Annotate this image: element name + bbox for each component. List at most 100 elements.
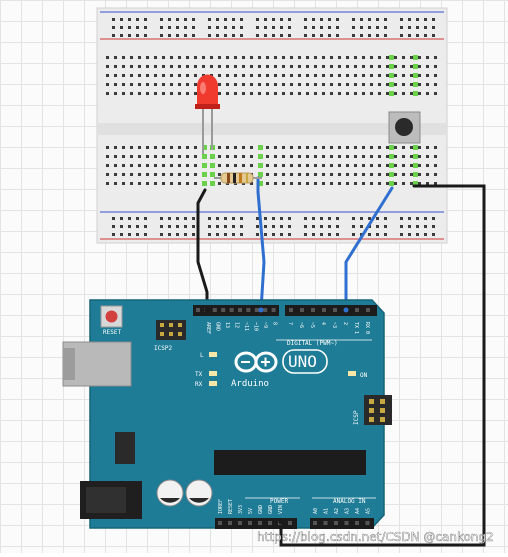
breadboard-hole: [434, 74, 437, 77]
digital-label: DIGITAL (PWM~): [287, 340, 338, 347]
breadboard-hole: [178, 56, 181, 59]
breadboard-hole: [234, 83, 237, 86]
breadboard-hole: [194, 155, 197, 158]
breadboard-hole: [394, 155, 397, 158]
breadboard-hole: [122, 146, 125, 149]
breadboard-hole: [402, 74, 405, 77]
breadboard-hole: [424, 34, 427, 37]
breadboard-hole: [232, 225, 235, 228]
breadboard-hole: [186, 155, 189, 158]
breadboard-hole: [386, 182, 389, 185]
breadboard-hole: [370, 65, 373, 68]
breadboard-hole: [304, 225, 307, 228]
breadboard-hole: [168, 233, 171, 236]
breadboard-hole: [184, 18, 187, 21]
breadboard-hole: [330, 74, 333, 77]
breadboard-hole: [128, 34, 131, 37]
breadboard-hole: [242, 164, 245, 167]
breadboard-hole: [210, 56, 213, 59]
breadboard-hole: [256, 34, 259, 37]
breadboard-hole: [408, 217, 411, 220]
breadboard-hole: [362, 74, 365, 77]
breadboard-hole: [264, 217, 267, 220]
usb-port-inner: [63, 348, 75, 380]
breadboard-hole: [410, 83, 413, 86]
breadboard-hole: [208, 225, 211, 228]
breadboard-hole: [384, 26, 387, 29]
analog-pin-label: A1: [324, 508, 330, 514]
breadboard-hole: [322, 155, 325, 158]
breadboard-hole: [426, 182, 429, 185]
breadboard-hole: [338, 56, 341, 59]
breadboard-hole: [386, 74, 389, 77]
breadboard-hole: [144, 26, 147, 29]
power-pin-label: IOREF: [218, 499, 224, 514]
breadboard-hole: [218, 92, 221, 95]
breadboard-hole: [192, 217, 195, 220]
breadboard-hole: [138, 92, 141, 95]
header-bottom-holes: [218, 521, 370, 525]
breadboard-hole: [106, 65, 109, 68]
breadboard-hole: [418, 182, 421, 185]
breadboard-hole: [376, 217, 379, 220]
breadboard-hole: [432, 233, 435, 236]
icsp-pin: [380, 408, 385, 413]
breadboard-hole: [288, 26, 291, 29]
breadboard-hole: [176, 225, 179, 228]
breadboard-hole: [346, 83, 349, 86]
breadboard-hole: [330, 92, 333, 95]
breadboard-hole: [354, 74, 357, 77]
breadboard-hole: [186, 74, 189, 77]
breadboard-hole: [138, 56, 141, 59]
l-led: [209, 352, 217, 357]
icsp-pin: [380, 417, 385, 422]
breadboard-hole: [242, 83, 245, 86]
breadboard-hole: [106, 173, 109, 176]
breadboard-hole: [224, 233, 227, 236]
breadboard-hole: [186, 164, 189, 167]
breadboard-hole: [394, 164, 397, 167]
breadboard-hole: [240, 18, 243, 21]
breadboard-hole: [322, 74, 325, 77]
breadboard-hole: [424, 26, 427, 29]
breadboard-hole: [274, 173, 277, 176]
header-hole: [300, 308, 304, 312]
breadboard-hole: [338, 65, 341, 68]
connected-hole: [389, 91, 394, 96]
breadboard-hole: [266, 173, 269, 176]
breadboard-hole: [368, 18, 371, 21]
breadboard-hole: [194, 83, 197, 86]
breadboard-hole: [112, 18, 115, 21]
breadboard-hole: [346, 92, 349, 95]
breadboard-hole: [370, 155, 373, 158]
header-hole: [311, 308, 315, 312]
breadboard-hole: [250, 155, 253, 158]
on-led: [348, 371, 356, 376]
rx-label: RX: [195, 381, 203, 388]
breadboard-hole: [178, 146, 181, 149]
breadboard-hole: [234, 155, 237, 158]
header-hole: [334, 521, 338, 525]
breadboard-hole: [370, 56, 373, 59]
breadboard-hole: [290, 173, 293, 176]
breadboard-hole: [290, 92, 293, 95]
breadboard-hole: [232, 233, 235, 236]
connected-hole: [389, 64, 394, 69]
connected-hole: [258, 172, 263, 177]
breadboard-hole: [226, 56, 229, 59]
header-hole: [263, 308, 268, 312]
header-hole: [258, 521, 262, 525]
breadboard-hole: [184, 26, 187, 29]
breadboard-hole: [274, 65, 277, 68]
breadboard-hole: [362, 65, 365, 68]
breadboard-hole: [354, 182, 357, 185]
breadboard-hole: [176, 26, 179, 29]
breadboard-hole: [114, 146, 117, 149]
breadboard-hole: [136, 34, 139, 37]
breadboard-hole: [274, 83, 277, 86]
breadboard-hole: [368, 26, 371, 29]
breadboard-hole: [416, 26, 419, 29]
breadboard-hole: [386, 155, 389, 158]
breadboard-hole: [322, 146, 325, 149]
connected-hole: [413, 64, 418, 69]
